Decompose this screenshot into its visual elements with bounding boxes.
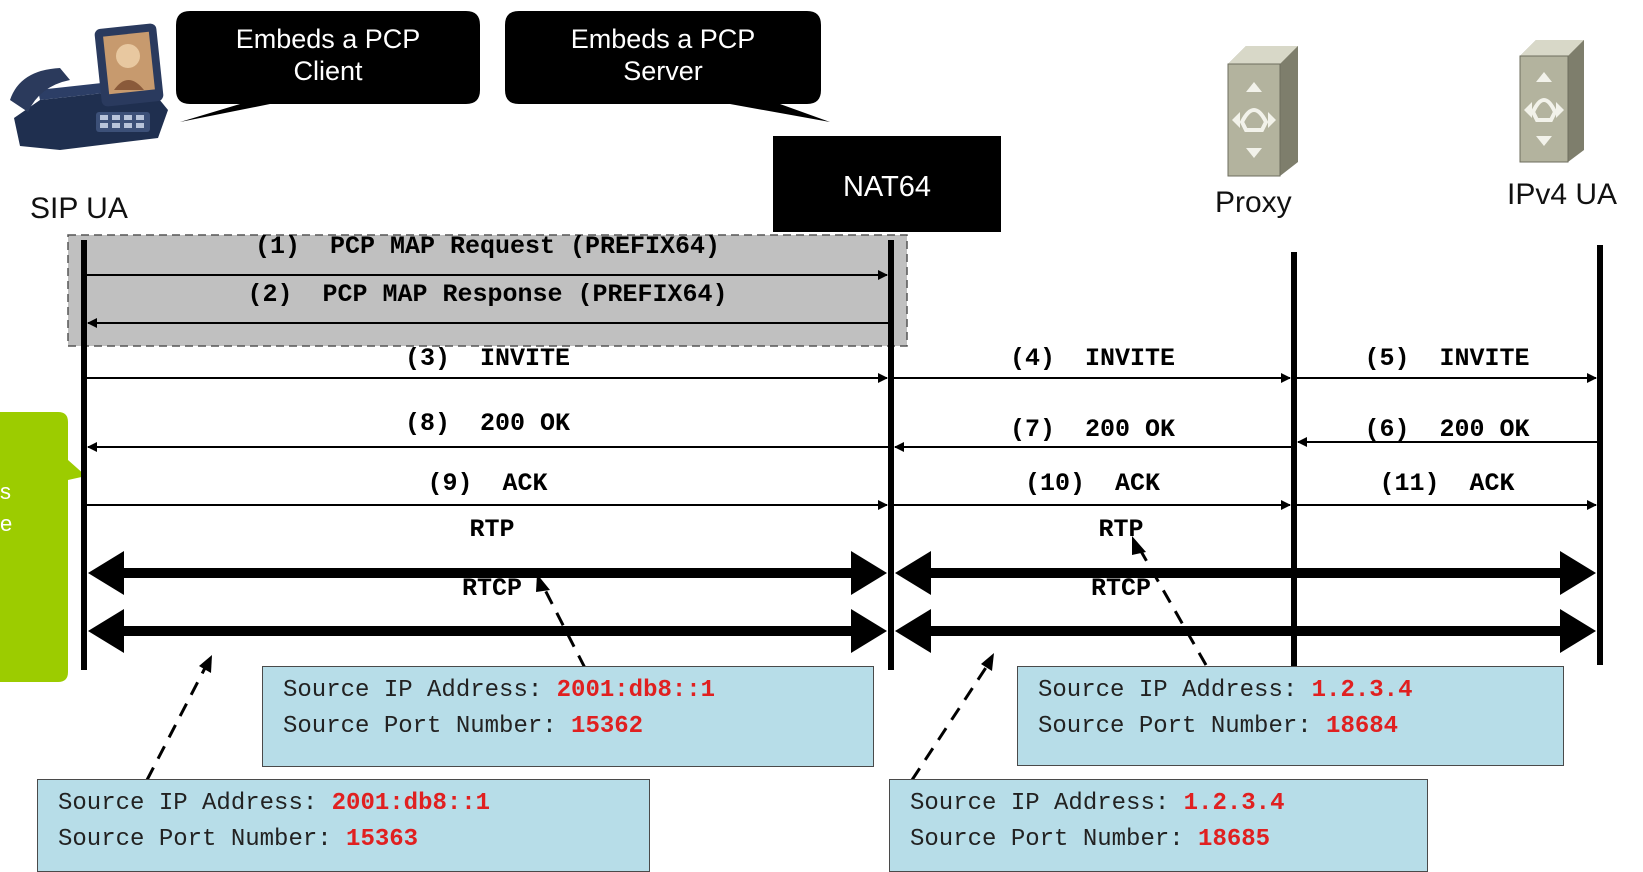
info-row-address: Source IP Address: 1.2.3.4 — [910, 786, 1417, 822]
sip-server-icon-ipv4-ua — [1519, 40, 1584, 163]
green-callout-line-2: e — [0, 511, 13, 536]
pointer-rtcp-ipv4-head — [981, 653, 994, 671]
address-label: Source IP Address: — [1038, 677, 1312, 704]
info-row-port: Source Port Number: 18684 — [1038, 709, 1553, 745]
address-value: 1.2.3.4 — [1183, 790, 1285, 817]
media-stream-rtp-left — [88, 551, 887, 595]
message-label: (4) INVITE — [1010, 344, 1175, 373]
pcp-server-line-1: Embeds a PCP — [570, 24, 756, 54]
address-label: Source IP Address: — [283, 677, 557, 704]
info-box-rtcp-ipv6: Source IP Address: 2001:db8::1 Source Po… — [37, 779, 650, 872]
media-label: RTCP — [462, 574, 522, 603]
green-callout-text: s e — [0, 476, 12, 540]
pcp-client-line-2: Client — [293, 56, 363, 86]
node-label-sip-ua: SIP UA — [30, 192, 128, 225]
info-row-port: Source Port Number: 15363 — [58, 822, 639, 858]
pointer-rtp-ipv4-head — [1132, 536, 1146, 555]
message-label: (7) 200 OK — [1010, 415, 1175, 444]
message-labels: (1) PCP MAP Request (PREFIX64) (2) PCP MA… — [247, 232, 1529, 498]
pcp-server-line-2: Server — [623, 56, 703, 86]
port-value: 18684 — [1326, 713, 1399, 740]
info-row-address: Source IP Address: 1.2.3.4 — [1038, 673, 1553, 709]
message-label: (5) INVITE — [1364, 344, 1529, 373]
port-value: 15363 — [346, 826, 419, 853]
message-label: (2) PCP MAP Response (PREFIX64) — [247, 280, 727, 309]
pointer-rtp-ipv6-head — [536, 574, 550, 592]
node-label-nat64: NAT64 — [842, 171, 932, 203]
port-label: Source Port Number: — [1038, 713, 1327, 740]
sip-server-icon-proxy — [1227, 46, 1298, 177]
info-box-rtp-ipv4: Source IP Address: 1.2.3.4 Source Port N… — [1017, 666, 1564, 766]
info-box-rtp-ipv6: Source IP Address: 2001:db8::1 Source Po… — [262, 666, 874, 767]
green-callout — [0, 412, 86, 682]
media-streams — [88, 551, 1596, 653]
message-arrows — [87, 270, 1597, 510]
port-label: Source Port Number: — [910, 826, 1199, 853]
info-row-address: Source IP Address: 2001:db8::1 — [283, 673, 863, 709]
pcp-server-callout — [505, 11, 830, 122]
message-label: (8) 200 OK — [405, 409, 570, 438]
media-stream-rtcp-left — [88, 609, 887, 653]
port-value: 15362 — [571, 713, 644, 740]
port-label: Source Port Number: — [58, 826, 347, 853]
message-label: (6) 200 OK — [1364, 415, 1529, 444]
address-label: Source IP Address: — [58, 790, 332, 817]
media-label: RTP — [1098, 515, 1143, 544]
address-label: Source IP Address: — [910, 790, 1184, 817]
media-label: RTP — [469, 515, 514, 544]
media-labels: RTP RTP RTCP RTCP — [462, 515, 1151, 603]
pointer-rtp-ipv6 — [540, 583, 587, 669]
port-value: 18685 — [1198, 826, 1271, 853]
info-row-address: Source IP Address: 2001:db8::1 — [58, 786, 639, 822]
address-value: 1.2.3.4 — [1311, 677, 1413, 704]
node-label-ipv4-ua: IPv4 UA — [1507, 178, 1618, 211]
pointer-rtcp-ipv6 — [145, 667, 207, 781]
pointer-rtcp-ipv4 — [910, 665, 989, 781]
videophone-icon — [10, 23, 168, 150]
green-callout-line-1: s — [0, 479, 11, 504]
media-stream-rtp-right — [895, 551, 1596, 595]
media-label: RTCP — [1091, 574, 1151, 603]
message-label: (10) ACK — [1025, 469, 1160, 498]
message-label: (3) INVITE — [405, 344, 570, 373]
address-value: 2001:db8::1 — [331, 790, 491, 817]
message-label: (11) ACK — [1379, 469, 1514, 498]
pcp-client-callout — [176, 11, 480, 122]
pcp-client-line-1: Embeds a PCP — [235, 24, 421, 54]
info-box-rtcp-ipv4: Source IP Address: 1.2.3.4 Source Port N… — [889, 779, 1428, 872]
pointer-lines — [145, 536, 1208, 781]
pcp-client-text: Embeds a PCP Client — [176, 23, 480, 87]
node-label-proxy: Proxy — [1215, 186, 1292, 219]
info-row-port: Source Port Number: 18685 — [910, 822, 1417, 858]
nat64-box: NAT64 — [773, 136, 1001, 232]
pcp-server-text: Embeds a PCP Server — [505, 23, 821, 87]
media-stream-rtcp-right — [895, 609, 1596, 653]
message-label: (1) PCP MAP Request (PREFIX64) — [255, 232, 720, 261]
info-row-port: Source Port Number: 15362 — [283, 709, 863, 745]
pointer-rtcp-ipv6-head — [199, 655, 212, 673]
pcp-exchange-region — [67, 234, 908, 347]
address-value: 2001:db8::1 — [556, 677, 716, 704]
message-label: (9) ACK — [427, 469, 547, 498]
port-label: Source Port Number: — [283, 713, 572, 740]
pointer-rtp-ipv4 — [1136, 545, 1208, 666]
